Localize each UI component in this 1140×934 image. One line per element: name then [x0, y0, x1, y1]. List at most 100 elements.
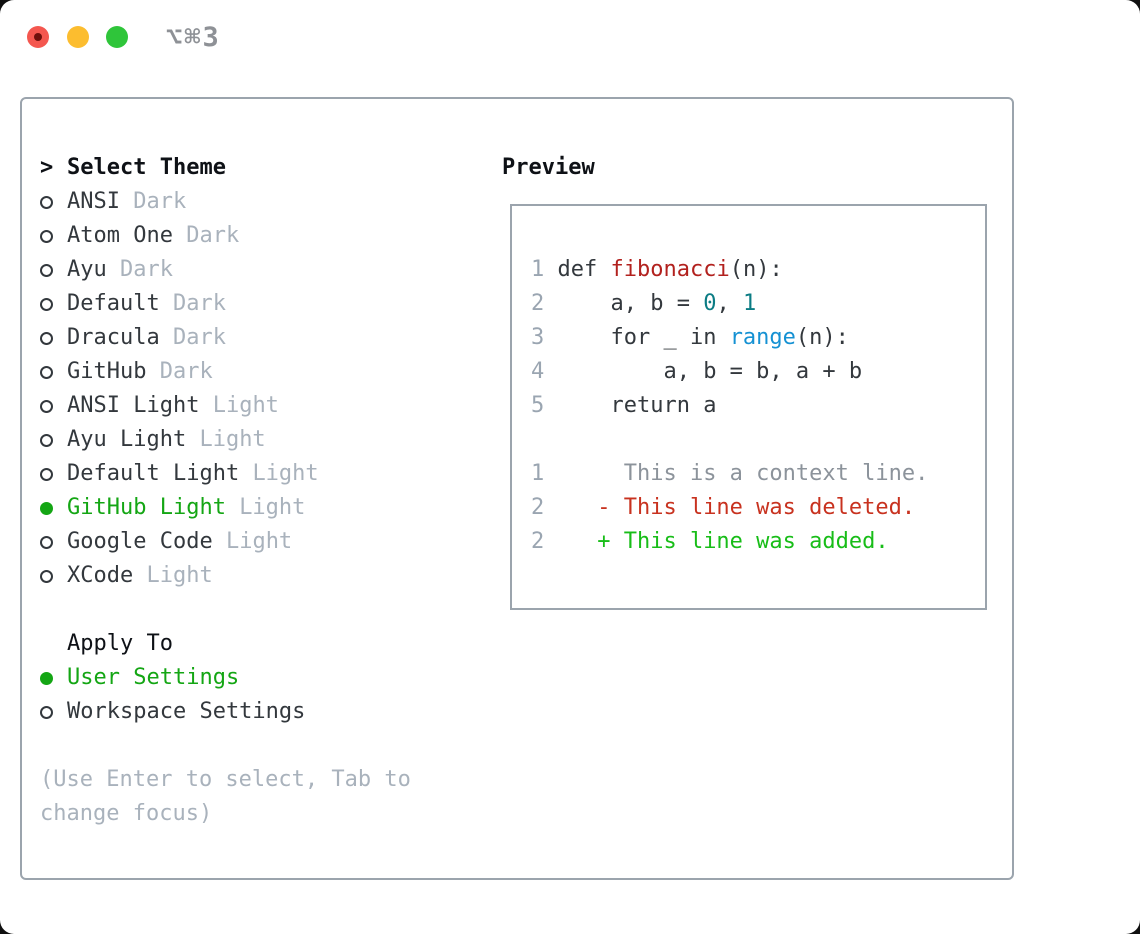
- radio-cell: [40, 467, 67, 481]
- code-line: 4 a, b = b, a + b: [531, 355, 985, 389]
- spacer: [40, 729, 440, 763]
- apply-option-label: Workspace Settings: [67, 699, 306, 724]
- theme-option-ayu-light-light[interactable]: Ayu Light Light: [40, 423, 440, 457]
- code-line: 1 def fibonacci(n):: [531, 253, 985, 287]
- theme-option-github-light-light[interactable]: GitHub Light Light: [40, 491, 440, 525]
- code-segment: a, b = b, a + b: [544, 359, 863, 384]
- theme-name: ANSI Light: [67, 393, 213, 418]
- code-segment: 2: [531, 495, 545, 520]
- radio-cell: [40, 535, 67, 549]
- preview-pane: 1 def fibonacci(n): 2 a, b = 0, 1 3 for _ …: [510, 204, 987, 610]
- theme-variant: Light: [252, 461, 319, 486]
- radio-cell: [40, 195, 67, 209]
- zoom-button[interactable]: [106, 26, 128, 48]
- theme-variant: Dark: [133, 189, 187, 214]
- radio-cell: [40, 569, 67, 583]
- radio-cell: [40, 365, 67, 379]
- radio-cell: [40, 501, 67, 515]
- radio-cell: [40, 705, 67, 719]
- theme-variant: Light: [225, 529, 293, 554]
- theme-variant: Light: [212, 393, 279, 418]
- theme-name: Ayu Light: [67, 427, 200, 452]
- theme-variant: Dark: [119, 257, 173, 282]
- theme-variant: Dark: [172, 291, 226, 316]
- code-line: 5 return a: [531, 389, 985, 423]
- code-segment: 2: [531, 529, 545, 554]
- radio-cell: [40, 433, 67, 447]
- code-line: [531, 423, 985, 457]
- theme-option-ansi-light-light[interactable]: ANSI Light Light: [40, 389, 440, 423]
- code-segment: 5: [531, 393, 545, 418]
- radio-unselected-icon: [40, 297, 53, 311]
- code-segment: 1: [531, 257, 545, 282]
- theme-option-dracula-dark[interactable]: Dracula Dark: [40, 321, 440, 355]
- code-segment: 4: [531, 359, 545, 384]
- apply-option-user-settings[interactable]: User Settings: [40, 661, 440, 695]
- code-segment: fibonacci: [610, 257, 730, 282]
- radio-cell: [40, 399, 67, 413]
- radio-unselected-icon: [40, 467, 53, 481]
- code-segment: for _ in: [544, 325, 730, 350]
- minimize-button[interactable]: [67, 26, 89, 48]
- code-segment: ,: [716, 291, 743, 316]
- code-segment: range: [729, 325, 796, 350]
- titlebar: ⌥⌘3: [0, 0, 1140, 97]
- theme-list-heading: Select Theme: [67, 155, 226, 180]
- theme-option-default-dark[interactable]: Default Dark: [40, 287, 440, 321]
- close-button[interactable]: [27, 26, 49, 48]
- code-segment: This is a context line.: [544, 461, 929, 486]
- code-segment: 3: [531, 325, 545, 350]
- code-segment: a, b =: [544, 291, 704, 316]
- theme-option-ayu-dark[interactable]: Ayu Dark: [40, 253, 440, 287]
- theme-variant: Light: [146, 563, 213, 588]
- theme-option-default-light-light[interactable]: Default Light Light: [40, 457, 440, 491]
- theme-name: Ayu: [67, 257, 120, 282]
- theme-variant: Light: [199, 427, 266, 452]
- apply-option-workspace-settings[interactable]: Workspace Settings: [40, 695, 440, 729]
- keyboard-hint: (Use Enter to select, Tab to change focu…: [40, 767, 425, 826]
- theme-name: GitHub Light: [67, 495, 240, 520]
- theme-name: Atom One: [67, 223, 187, 248]
- apply-to-heading: Apply To: [67, 631, 173, 656]
- radio-cell: [40, 229, 67, 243]
- theme-option-google-code-light[interactable]: Google Code Light: [40, 525, 440, 559]
- theme-name: ANSI: [67, 189, 134, 214]
- code-line: 2 + This line was added.: [531, 525, 985, 559]
- theme-option-ansi-dark[interactable]: ANSI Dark: [40, 185, 440, 219]
- apply-to-heading-row: Apply To: [40, 627, 440, 661]
- radio-selected-icon: [40, 671, 53, 685]
- code-segment: def: [544, 257, 611, 282]
- radio-unselected-icon: [40, 195, 53, 209]
- theme-option-xcode-light[interactable]: XCode Light: [40, 559, 440, 593]
- radio-cell: [40, 331, 67, 345]
- radio-unselected-icon: [40, 535, 53, 549]
- code-line: 2 - This line was deleted.: [531, 491, 985, 525]
- code-preview: 1 def fibonacci(n): 2 a, b = 0, 1 3 for _ …: [512, 206, 985, 559]
- code-segment: 0: [703, 291, 717, 316]
- radio-cell: [40, 263, 67, 277]
- theme-variant: Dark: [172, 325, 226, 350]
- selection-caret-icon: >: [40, 155, 54, 180]
- radio-cell: [40, 297, 67, 311]
- code-segment: return a: [544, 393, 717, 418]
- code-segment: 1: [531, 461, 545, 486]
- theme-name: Google Code: [67, 529, 226, 554]
- radio-unselected-icon: [40, 433, 53, 447]
- theme-name: Dracula: [67, 325, 173, 350]
- code-segment: (n):: [729, 257, 783, 282]
- window-title: ⌥⌘3: [166, 22, 221, 53]
- radio-unselected-icon: [40, 331, 53, 345]
- radio-selected-icon: [40, 501, 53, 515]
- theme-option-atom-one-dark[interactable]: Atom One Dark: [40, 219, 440, 253]
- code-segment: + This line was added.: [544, 529, 889, 554]
- theme-option-github-dark[interactable]: GitHub Dark: [40, 355, 440, 389]
- code-segment: - This line was deleted.: [544, 495, 916, 520]
- radio-unselected-icon: [40, 705, 53, 719]
- radio-unselected-icon: [40, 229, 53, 243]
- code-segment: 2: [531, 291, 545, 316]
